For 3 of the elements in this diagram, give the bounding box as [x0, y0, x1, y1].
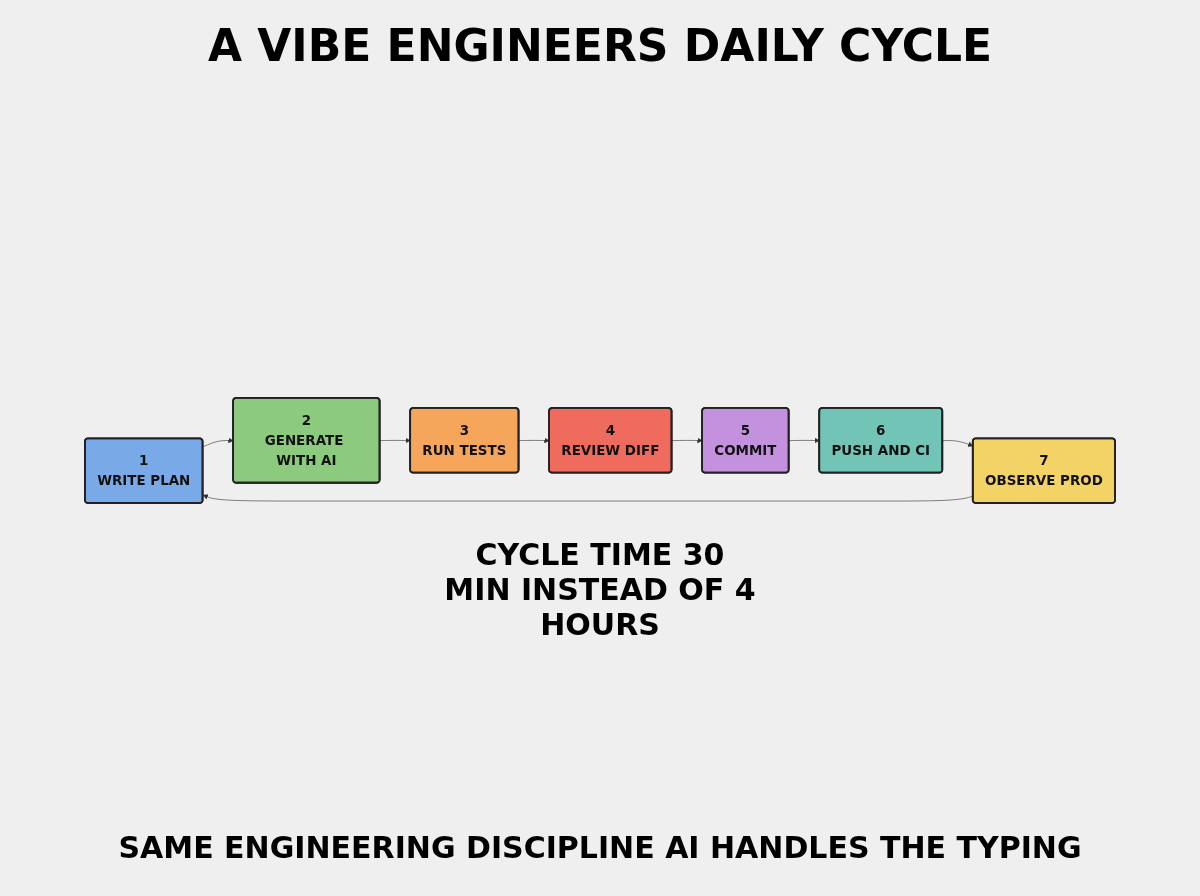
caption: SAME ENGINEERING DISCIPLINE AI HANDLES THE TYPING [117, 830, 1083, 865]
note-text: CYCLE TIME 30 MIN INSTEAD OF 4 HOURS [443, 537, 757, 643]
title: A VIBE ENGINEERS DAILY CYCLE [206, 20, 994, 71]
